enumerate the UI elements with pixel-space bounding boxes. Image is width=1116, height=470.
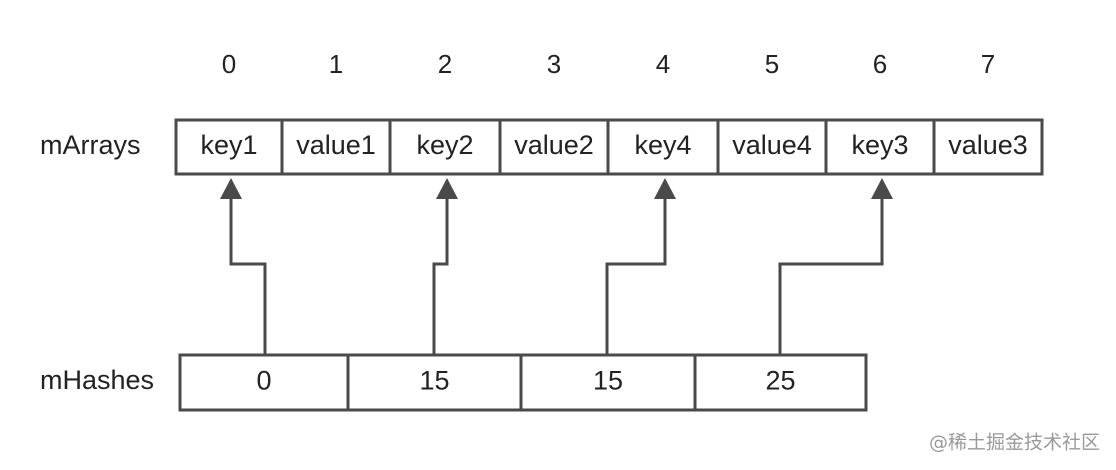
- hash-cell: 0: [178, 353, 350, 412]
- hashes-row-label: mHashes: [40, 365, 154, 395]
- hash-cell: 25: [693, 353, 868, 412]
- index-label: 1: [329, 49, 343, 79]
- cell-text: 25: [765, 366, 795, 396]
- arrays-row-label: mArrays: [40, 130, 141, 160]
- cell-text: value3: [948, 130, 1028, 160]
- cell-text: key2: [416, 130, 473, 160]
- index-label: 7: [981, 49, 995, 79]
- cell-box: [280, 118, 392, 176]
- key-cell: key4: [606, 118, 720, 176]
- arrowhead: [220, 178, 242, 199]
- cell-text: 15: [593, 366, 623, 396]
- index-label: 3: [547, 49, 561, 79]
- index-label: 6: [873, 49, 887, 79]
- hashes-row: 0 15 15 25: [178, 353, 868, 412]
- watermark: @稀土掘金技术社区: [929, 432, 1100, 454]
- connector-line: [432, 198, 449, 355]
- index-label: 0: [222, 49, 236, 79]
- arrowhead: [871, 178, 893, 199]
- cell-text: value1: [296, 130, 376, 160]
- cell-box: [606, 118, 720, 176]
- key-cell: key1: [174, 118, 284, 176]
- arrowhead: [436, 178, 458, 199]
- cell-box: [932, 118, 1044, 176]
- index-label: 4: [656, 49, 670, 79]
- value-cell: value1: [280, 118, 392, 176]
- cell-text: key4: [634, 130, 691, 160]
- hash-to-key-connectors: [220, 178, 893, 355]
- cell-box: [693, 353, 868, 412]
- index-label: 5: [765, 49, 779, 79]
- cell-box: [716, 118, 828, 176]
- cell-box: [178, 353, 350, 412]
- connector-line: [229, 198, 267, 355]
- cell-text: key1: [200, 130, 257, 160]
- cell-box: [824, 118, 936, 176]
- cell-box: [346, 353, 523, 412]
- hash-cell: 15: [519, 353, 697, 412]
- cell-text: 0: [256, 366, 271, 396]
- connector-line: [778, 198, 884, 355]
- value-cell: value2: [498, 118, 610, 176]
- value-cell: value4: [716, 118, 828, 176]
- arrays-row: key1 value1 key2 value2 key4 value4 key3 value3: [174, 118, 1044, 176]
- cell-text: value2: [514, 130, 594, 160]
- value-cell: value3: [932, 118, 1044, 176]
- cell-text: key3: [851, 130, 908, 160]
- cell-box: [174, 118, 284, 176]
- hash-cell: 15: [346, 353, 523, 412]
- key-cell: key3: [824, 118, 936, 176]
- index-labels: 0 1 2 3 4 5 6 7: [222, 49, 995, 79]
- cell-text: value4: [732, 130, 812, 160]
- cell-text: 15: [419, 366, 449, 396]
- cell-box: [388, 118, 502, 176]
- connector-line: [605, 198, 667, 355]
- arrowhead: [654, 178, 676, 199]
- index-label: 2: [438, 49, 452, 79]
- key-cell: key2: [388, 118, 502, 176]
